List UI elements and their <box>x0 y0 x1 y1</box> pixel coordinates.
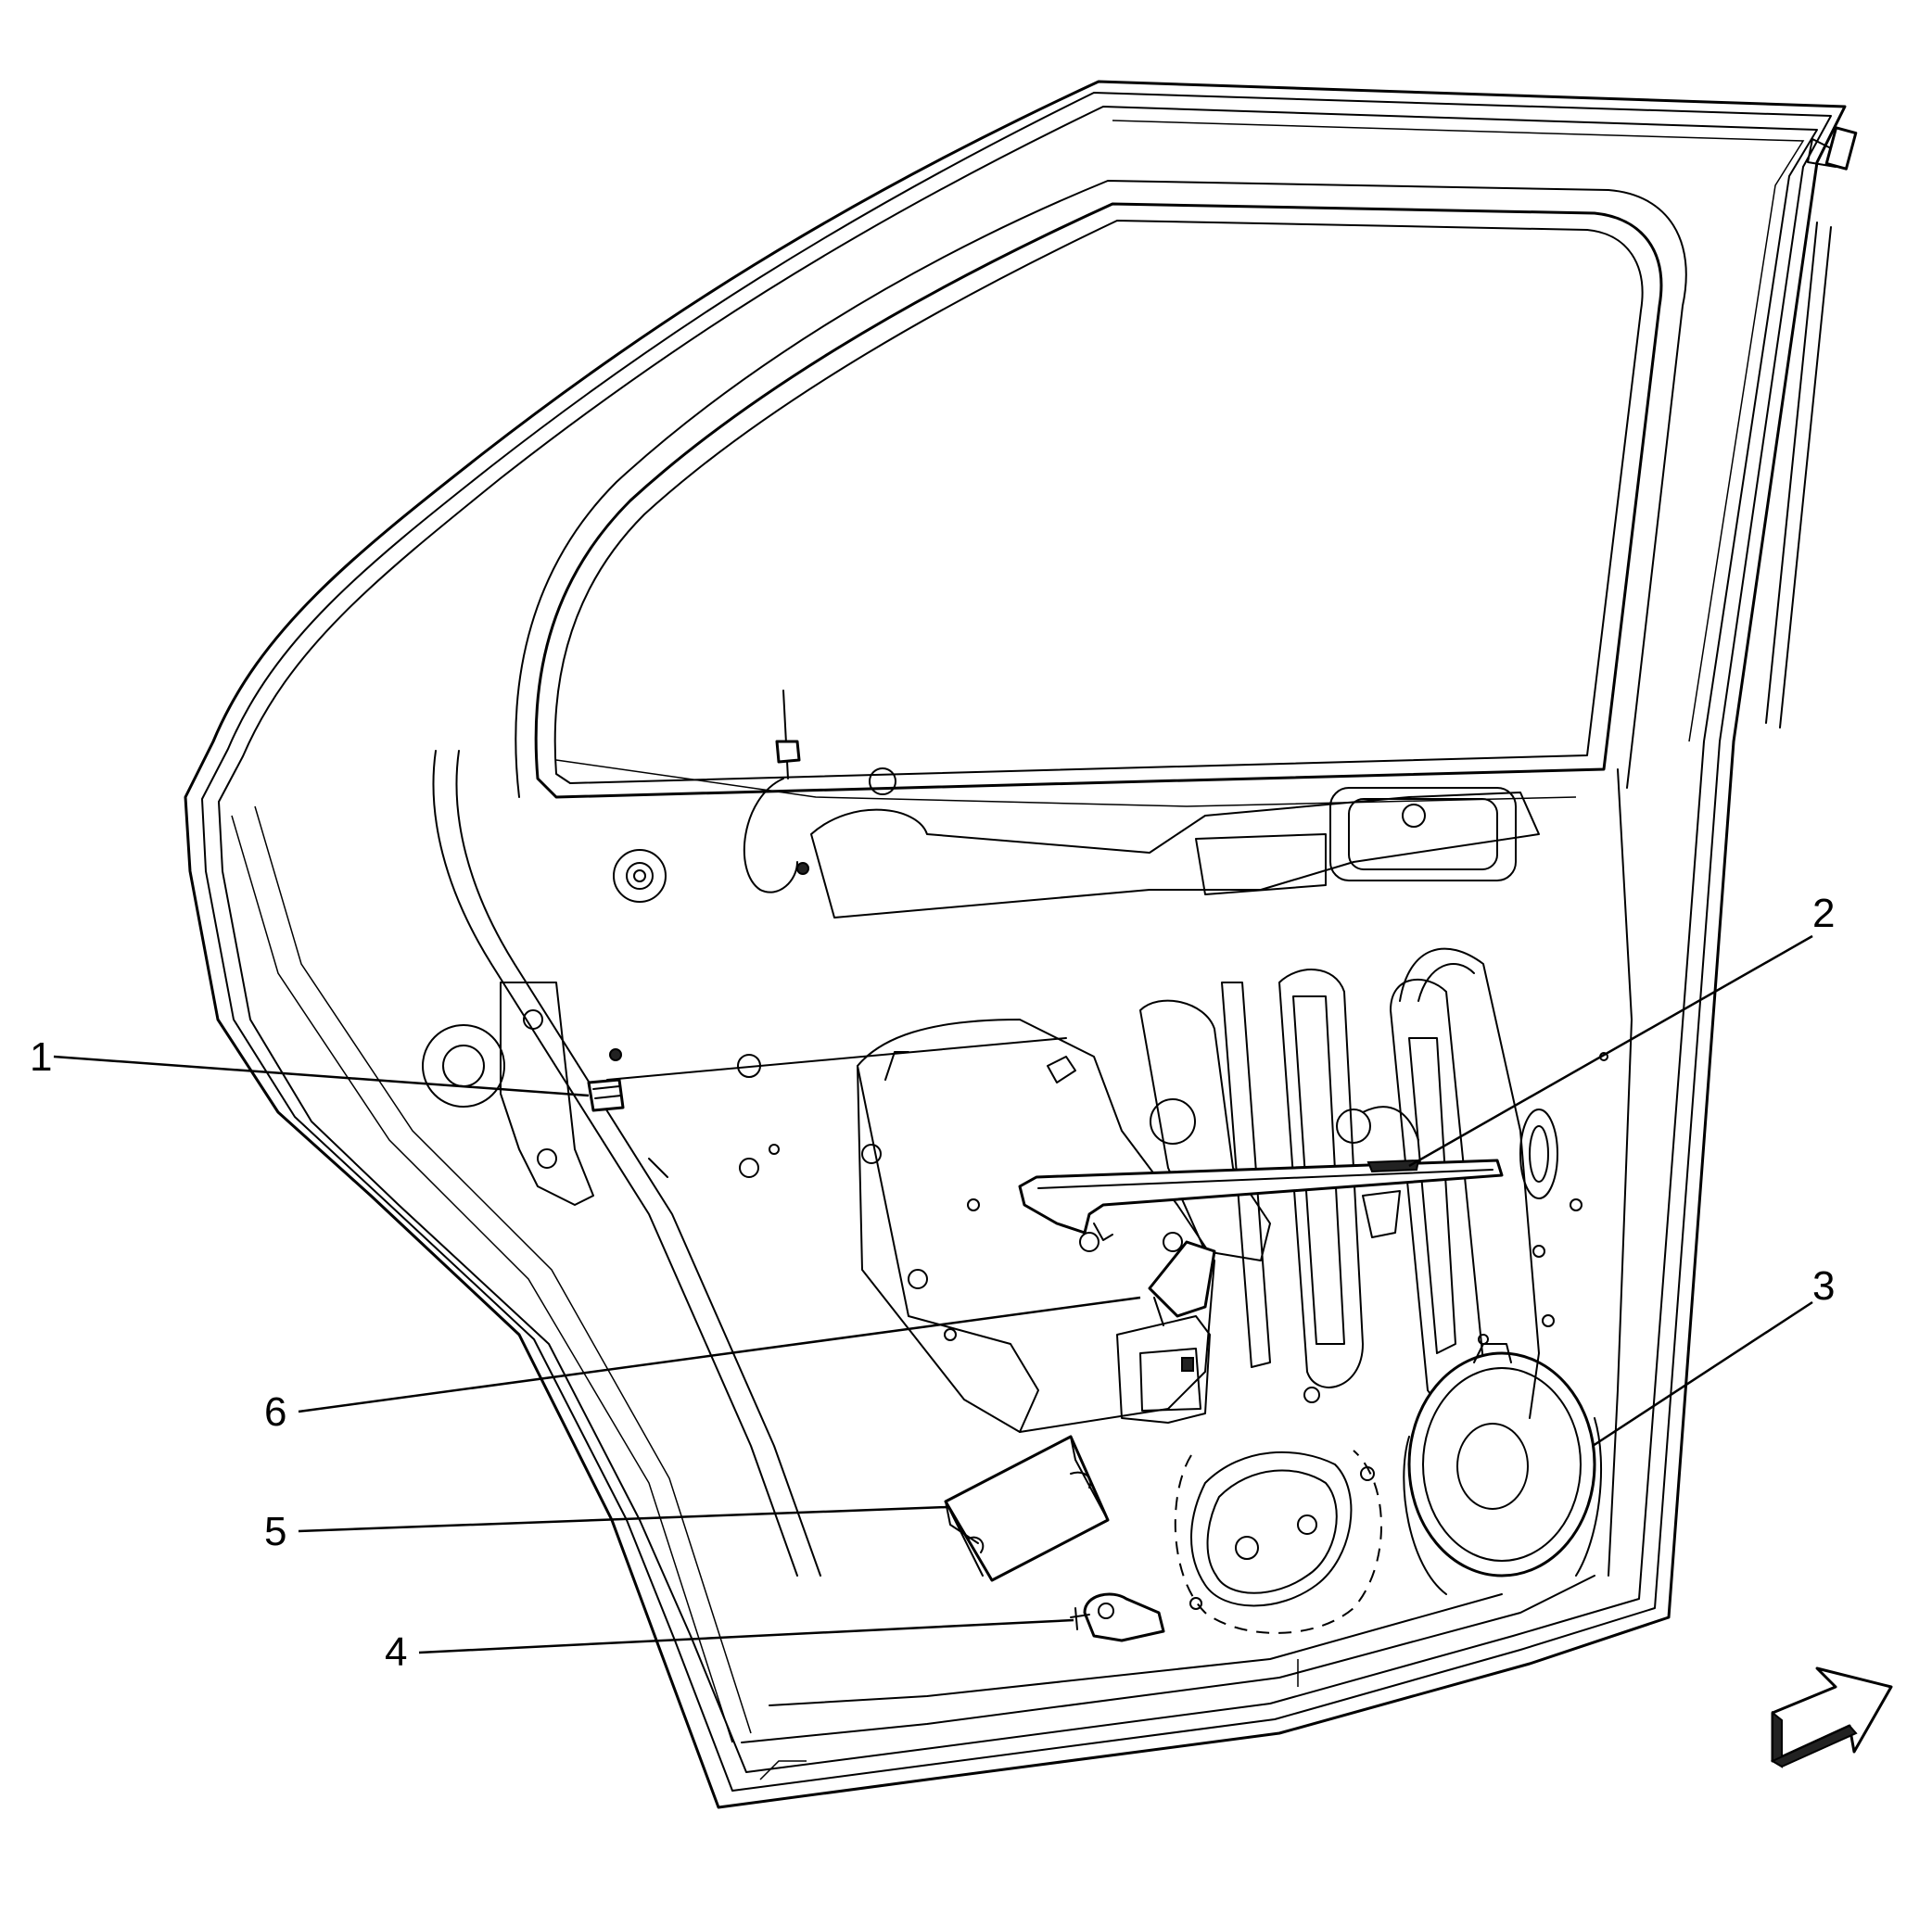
callout-6: 6 <box>264 1389 286 1435</box>
callout-3: 3 <box>1812 1263 1835 1309</box>
leader-4 <box>418 1618 1074 1654</box>
inside-handle <box>633 690 1540 919</box>
inner-panel <box>422 750 1633 1610</box>
leader-lines <box>53 934 1813 1654</box>
callout-labels: 1 2 3 4 5 6 <box>30 891 1835 1675</box>
part-6-motor <box>1116 1240 1216 1424</box>
access-hole <box>857 1019 1215 1433</box>
part-5-pad <box>944 1435 1110 1582</box>
leader-1 <box>53 1055 590 1097</box>
speaker-mount <box>1399 947 1558 1419</box>
window-opening <box>515 180 1687 799</box>
leader-6 <box>298 1296 1141 1413</box>
leader-2 <box>1408 934 1813 1168</box>
callout-5: 5 <box>264 1509 286 1554</box>
latch-area <box>500 982 668 1206</box>
lower-pocket <box>1174 1450 1382 1634</box>
part-2-bracket <box>1018 1159 1504 1241</box>
callout-2: 2 <box>1812 891 1835 936</box>
speaker <box>1403 1343 1602 1595</box>
door-outer-frame <box>184 80 1858 1809</box>
callout-1: 1 <box>30 1034 52 1080</box>
part-4-sensor <box>1070 1592 1165 1642</box>
callout-4: 4 <box>385 1629 407 1675</box>
forward-arrow-icon <box>1770 1666 1893 1768</box>
leader-5 <box>298 1505 948 1533</box>
part-1-clip <box>587 1078 625 1112</box>
leader-3 <box>1592 1300 1813 1448</box>
